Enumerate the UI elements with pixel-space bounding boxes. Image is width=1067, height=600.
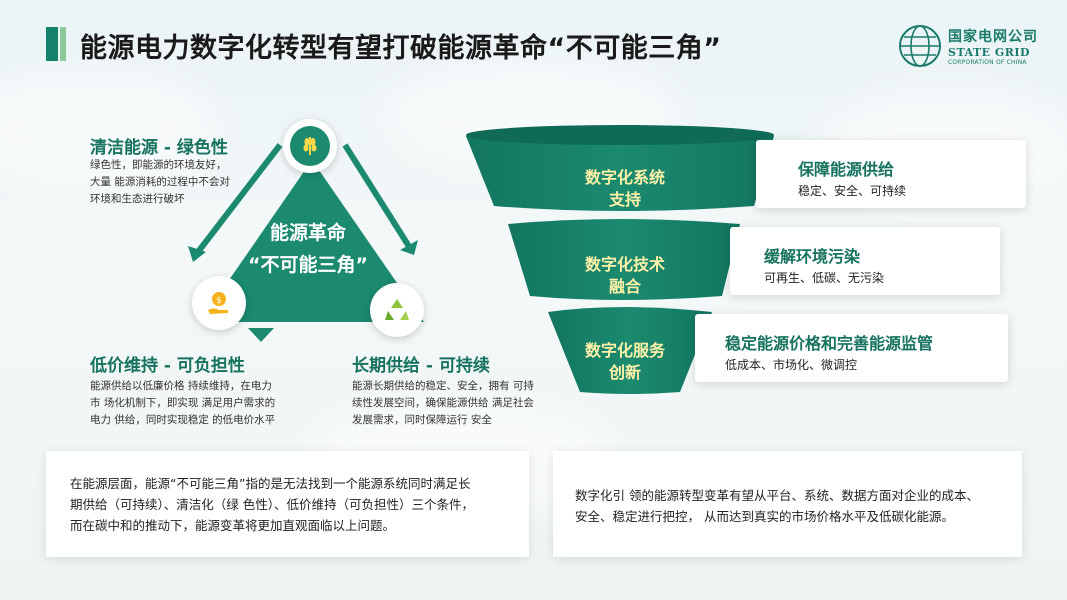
text-line: 大量 能源消耗的过程中不会对 <box>90 176 230 188</box>
text-line: 发展需求，同时保障运行 安全 <box>352 414 492 426</box>
text-line: 能源供给以低廉价格 持续维持，在电力 <box>90 380 272 392</box>
funnel-label-line: 融合 <box>609 277 642 296</box>
title-accent-bar <box>46 27 66 61</box>
wheat-icon <box>303 137 317 155</box>
summary-box-right: 数字化引 领的能源转型变革有望从平台、系统、数据方面对企业的成本、 安全、稳定进… <box>553 451 1022 557</box>
benefit-card-1: 保障能源供给 稳定、安全、可持续 <box>756 140 1026 208</box>
section-title-green: 清洁能源 - 绿色性 <box>90 138 228 158</box>
triangle-body <box>200 160 424 322</box>
funnel-tier-1 <box>466 127 774 211</box>
triangle-center-line2: “不可能三角” <box>248 254 368 276</box>
summary-text-right: 数字化引 领的能源转型变革有望从平台、系统、数据方面对企业的成本、 安全、稳定进… <box>575 485 979 527</box>
coin-hand-icon: $ <box>208 292 228 314</box>
benefit-subtitle: 低成本、市场化、微调控 <box>725 358 858 372</box>
page-title: 能源电力数字化转型有望打破能源革命“不可能三角” <box>80 33 722 64</box>
benefit-title: 稳定能源价格和完善能源监管 <box>725 334 934 353</box>
benefit-card-2: 缓解环境污染 可再生、低碳、无污染 <box>730 227 1000 295</box>
globe-icon <box>899 25 941 67</box>
recycle-icon <box>385 299 409 320</box>
text-line: 绿色性，即能源的环境友好， <box>90 159 227 171</box>
text-line: 在能源层面，能源“不可能三角”指的是无法找到一个能源系统同时满足长 <box>70 476 471 491</box>
summary-box-left: 在能源层面，能源“不可能三角”指的是无法找到一个能源系统同时满足长 期供给（可持… <box>46 451 529 557</box>
svg-text:$: $ <box>216 296 222 306</box>
funnel-tier-3 <box>548 307 712 394</box>
funnel-tier-2 <box>508 219 740 300</box>
logo-chinese-name: 国家电网公司 <box>948 29 1038 45</box>
section-title-affordable: 低价维持 - 可负担性 <box>90 356 245 376</box>
funnel-label-line: 支持 <box>609 190 642 209</box>
text-line: 环境和生态进行破坏 <box>90 193 185 205</box>
triangle-edge-right <box>342 143 413 250</box>
green-icon-badge <box>283 119 337 173</box>
section-body-affordable: 能源供给以低廉价格 持续维持，在电力 市 场化机制下，即实现 满足用户需求的 电… <box>90 378 275 429</box>
triangle-arrow-left <box>188 246 206 262</box>
section-body-sustainable: 能源长期供给的稳定、安全，拥有 可持 续性发展空间，确保能源供给 满足社会 发展… <box>352 378 534 429</box>
state-grid-logo: 国家电网公司 STATE GRID CORPORATION OF CHINA <box>898 24 1038 68</box>
funnel-label-line: 数字化技术 <box>585 255 666 274</box>
logo-subtitle: CORPORATION OF CHINA <box>948 59 1027 66</box>
section-body-green: 绿色性，即能源的环境友好， 大量 能源消耗的过程中不会对 环境和生态进行破坏 <box>90 157 230 208</box>
funnel-label-line: 数字化服务 <box>585 341 666 360</box>
logo-english-name: STATE GRID <box>948 46 1031 59</box>
triangle-center-line1: 能源革命 <box>270 222 347 244</box>
benefit-title: 缓解环境污染 <box>764 247 861 266</box>
benefit-card-3: 稳定能源价格和完善能源监管 低成本、市场化、微调控 <box>695 314 1008 382</box>
triangle-arrow-bottom <box>248 328 274 342</box>
section-title-sustainable: 长期供给 - 可持续 <box>352 356 490 376</box>
sustainable-icon-badge <box>370 283 424 337</box>
text-line: 安全、稳定进行把控， 从而达到真实的市场价格水平及低碳化能源。 <box>575 509 954 524</box>
funnel-label-line: 数字化系统 <box>585 168 666 187</box>
funnel-label-3: 数字化服务 创新 <box>585 340 665 384</box>
text-line: 市 场化机制下，即实现 满足用户需求的 <box>90 397 276 409</box>
text-line: 续性发展空间，确保能源供给 满足社会 <box>352 397 534 409</box>
funnel-label-2: 数字化技术 融合 <box>585 254 665 298</box>
triangle-edge-left <box>195 143 283 254</box>
text-line: 期供给（可持续）、清洁化（绿 色性）、低价维持（可负担性）三个条件， <box>70 497 474 512</box>
benefit-subtitle: 可再生、低碳、无污染 <box>764 271 885 285</box>
text-line: 而在碳中和的推动下，能源变革将更加直观面临以上问题。 <box>70 518 396 533</box>
funnel-label-1: 数字化系统 支持 <box>585 167 665 211</box>
triangle-arrow-right <box>400 240 418 255</box>
benefit-subtitle: 稳定、安全、可持续 <box>798 184 907 198</box>
affordable-icon-badge: $ <box>192 276 246 330</box>
text-line: 能源长期供给的稳定、安全，拥有 可持 <box>352 380 534 392</box>
text-line: 电力 供给，同时实现稳定 的低电价水平 <box>90 414 276 426</box>
background-cloud <box>0 70 220 190</box>
funnel-label-line: 创新 <box>609 363 642 382</box>
summary-text-left: 在能源层面，能源“不可能三角”指的是无法找到一个能源系统同时满足长 期供给（可持… <box>70 473 474 536</box>
text-line: 数字化引 领的能源转型变革有望从平台、系统、数据方面对企业的成本、 <box>575 488 979 503</box>
benefit-title: 保障能源供给 <box>798 160 895 179</box>
funnel-rim <box>466 125 774 145</box>
